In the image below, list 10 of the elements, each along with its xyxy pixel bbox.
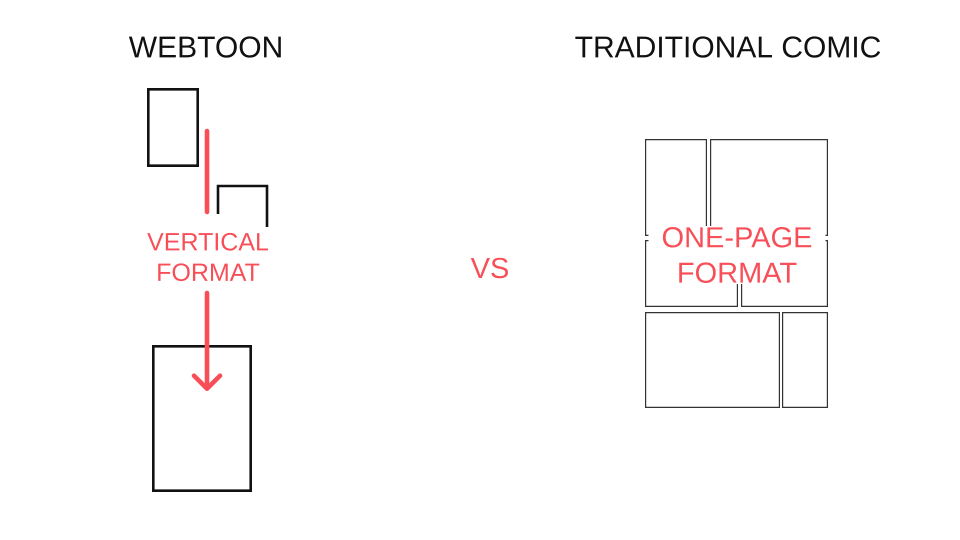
column-heading: WEBTOON <box>128 36 281 58</box>
comic-panel <box>216 184 268 227</box>
comic-panel <box>645 312 780 408</box>
comic-panel <box>782 312 828 408</box>
format-label: VERTICAL FORMAT <box>147 232 268 282</box>
comic-panel <box>152 345 252 492</box>
format-label: ONE-PAGE FORMAT <box>648 226 826 284</box>
comic-panel <box>147 88 200 167</box>
vs-label: VS <box>470 258 508 278</box>
column-heading: TRADITIONAL COMIC <box>575 36 880 58</box>
